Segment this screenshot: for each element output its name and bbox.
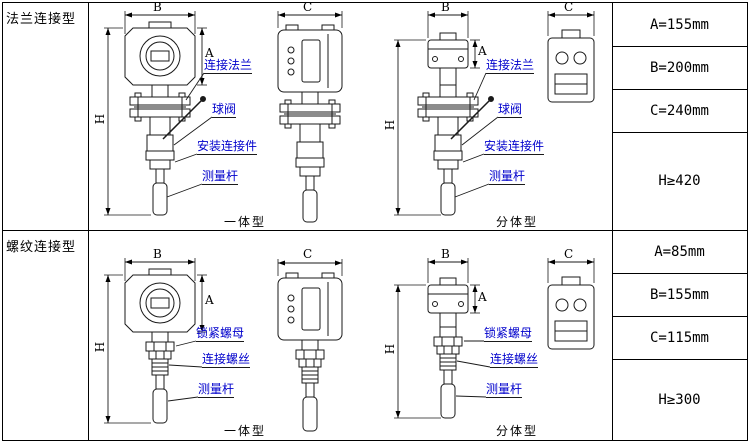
valve-handle-knob (200, 96, 206, 102)
dim-cell-b-row2: B=155mm (649, 286, 709, 303)
grid-line-dims (612, 273, 748, 274)
dim-letter-h: H (383, 343, 398, 355)
part-label-rod: 测量杆 (198, 382, 235, 398)
grid-line-dims (612, 359, 748, 360)
dim-letter-c: C (303, 0, 313, 14)
dim-letter-c: C (564, 0, 574, 14)
part-label-valve: 球阀 (498, 102, 523, 118)
part-label-valve: 球阀 (212, 102, 237, 118)
part-label-rod: 测量杆 (486, 382, 523, 398)
row-type-flange-label: 法兰连接型 (6, 11, 77, 26)
dim-cell-a-row2: A=85mm (654, 243, 705, 260)
part-label-screw: 连接螺丝 (202, 352, 251, 368)
part-label-nut: 锁紧螺母 (196, 326, 245, 342)
dim-cell-a-row1: A=155mm (649, 16, 709, 33)
variant-label-integrated: 一体型 (224, 424, 267, 438)
dim-cell-c-row2: C=115mm (649, 329, 709, 346)
leader-lines (166, 72, 499, 402)
dimension-lines (105, 12, 594, 423)
part-label-screw: 连接螺丝 (490, 352, 539, 368)
dim-letter-b: B (153, 247, 162, 261)
dim-letter-b: B (441, 247, 450, 261)
row-type-threaded-label: 螺纹连接型 (6, 239, 77, 254)
part-label-rod: 测量杆 (202, 169, 239, 185)
dim-letter-c: C (303, 247, 313, 261)
part-label-connector: 安装连接件 (484, 139, 545, 155)
grid-line-row-divider (2, 230, 748, 231)
dim-cell-b-row1: B=200mm (649, 59, 709, 76)
dim-letter-h: H (93, 113, 108, 125)
dim-letter-h: H (383, 119, 398, 131)
part-label-flange: 连接法兰 (204, 58, 253, 74)
dim-letter-a: A (205, 46, 214, 60)
part-label-flange: 连接法兰 (486, 58, 535, 74)
grid-line-dims (612, 89, 748, 90)
dim-cell-c-row1: C=240mm (649, 102, 709, 119)
grid-line-dims (612, 132, 748, 133)
dim-letter-a: A (478, 44, 487, 58)
dim-cell-h-row2: H≥300 (658, 391, 701, 408)
grid-line-dims (612, 46, 748, 47)
valve-handle-knob (488, 96, 494, 102)
dim-letter-a: A (478, 290, 487, 304)
valve-handle (450, 98, 492, 140)
valve-handle (162, 98, 204, 140)
part-label-connector: 安装连接件 (197, 139, 258, 155)
dim-letter-b: B (441, 0, 450, 14)
dim-letter-h: H (93, 341, 108, 353)
dim-letter-b: B (153, 0, 162, 14)
grid-line-vertical-left (88, 2, 89, 441)
dim-cell-h-row1: H≥420 (658, 173, 701, 189)
grid-line-vertical-right (612, 2, 613, 441)
dim-letter-a: A (205, 293, 214, 307)
variant-label-split: 分体型 (496, 215, 539, 229)
part-label-rod: 测量杆 (489, 169, 526, 185)
dim-letter-c: C (564, 247, 574, 261)
variant-label-integrated: 一体型 (224, 215, 267, 229)
grid-line-dims (612, 316, 748, 317)
part-label-nut: 锁紧螺母 (484, 326, 533, 342)
variant-label-split: 分体型 (496, 424, 539, 438)
